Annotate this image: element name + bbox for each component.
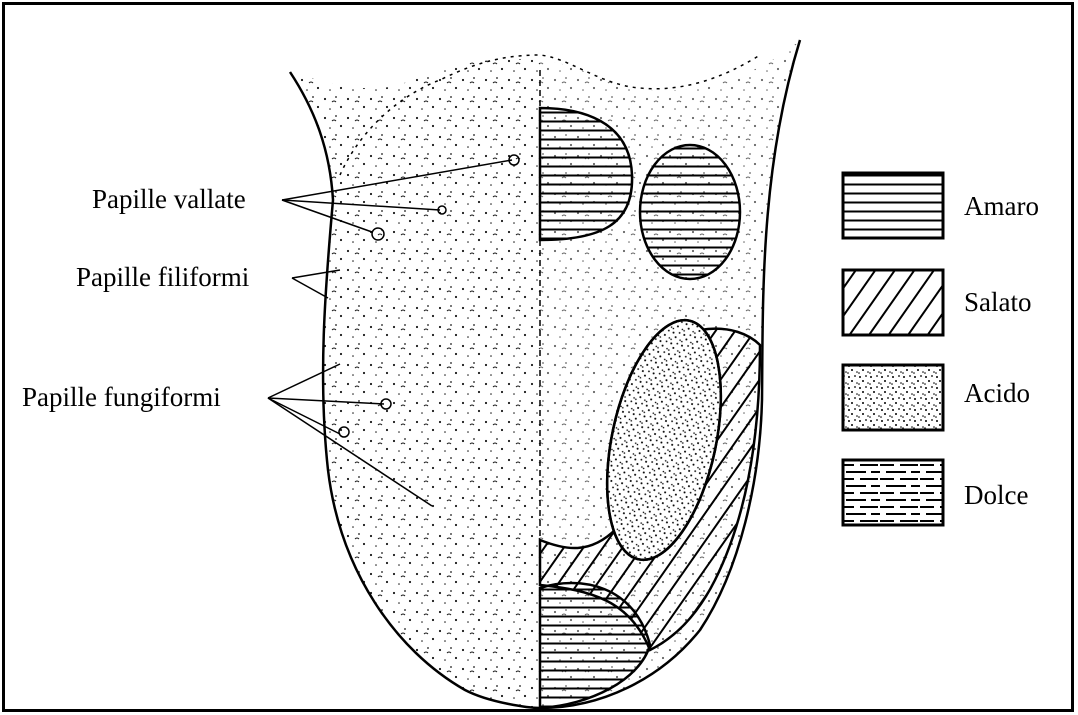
legend-swatch-amaro (843, 173, 943, 238)
legend-label-dolce: Dolce (964, 482, 1028, 509)
legend-label-amaro: Amaro (964, 193, 1039, 220)
legend-swatch-acido (843, 365, 943, 430)
legend-label-acido: Acido (964, 380, 1030, 407)
legend-swatch-salato (843, 270, 943, 335)
legend-label-salato: Salato (964, 289, 1032, 316)
label-papille-fungiformi: Papille fungiformi (22, 384, 221, 411)
label-papille-filiformi: Papille filiformi (76, 264, 249, 291)
zone-amaro-right (640, 145, 740, 279)
legend-swatch-dolce (843, 460, 943, 525)
tongue-left-texture (290, 40, 542, 715)
label-papille-vallate: Papille vallate (92, 186, 246, 213)
legend-swatches (843, 173, 943, 525)
